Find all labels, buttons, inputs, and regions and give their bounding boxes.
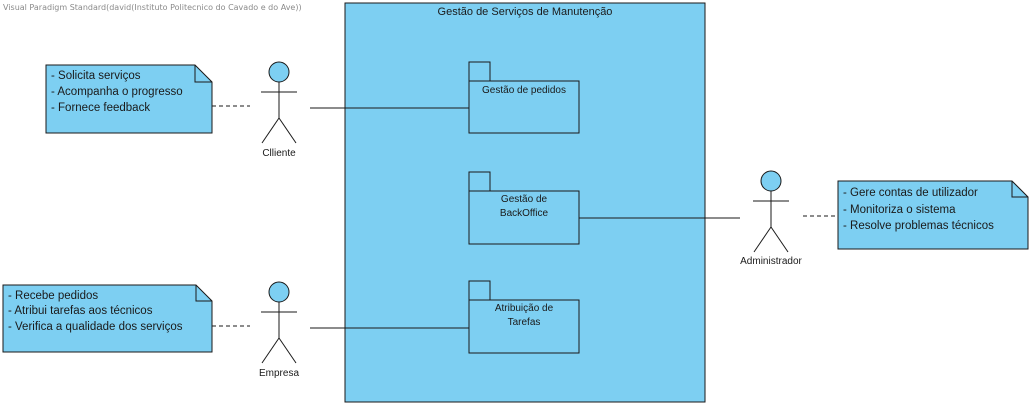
package-label-line-2: Tarefas [508,317,541,328]
actor-label: Clliente [262,148,296,159]
actor-cliente[interactable]: Clliente [261,61,297,159]
package-label: Gestão de pedidos [482,85,566,96]
actor-empresa[interactable]: Empresa [259,281,299,379]
package-gestao-de-pedidos[interactable]: Gestão de pedidos [468,61,580,134]
note-line: - Resolve problemas técnicos [843,220,994,232]
note-line: - Verifica a qualidade dos serviços [8,321,183,333]
note-line: - Monitoriza o sistema [843,204,956,216]
note-line: - Gere contas de utilizador [843,187,978,199]
actor-administrador[interactable]: Administrador [740,170,803,267]
note-administrador[interactable]: - Gere contas de utilizador - Monitoriza… [837,180,1029,250]
note-empresa[interactable]: - Recebe pedidos - Atribui tarefas aos t… [2,284,213,353]
note-line: - Recebe pedidos [8,290,98,302]
package-gestao-de-backoffice[interactable]: Gestão de BackOffice [468,171,580,245]
note-line: - Solicita serviços [51,70,141,82]
note-line: - Acompanha o progresso [51,86,183,98]
note-cliente[interactable]: - Solicita serviços - Acompanha o progre… [45,64,213,134]
package-label-line-1: Atribuição de [495,303,554,314]
actor-label: Empresa [259,368,299,379]
actor-label: Administrador [740,256,802,267]
package-label-line-2: BackOffice [500,208,549,219]
package-label-line-1: Gestão de [501,194,548,205]
note-line: - Fornece feedback [51,102,150,114]
note-line: - Atribui tarefas aos técnicos [8,305,153,317]
watermark: Visual Paradigm Standard(david(Instituto… [3,3,302,12]
package-atribuicao-de-tarefas[interactable]: Atribuição de Tarefas [468,280,580,354]
system-title: Gestão de Serviços de Manutenção [438,6,613,18]
